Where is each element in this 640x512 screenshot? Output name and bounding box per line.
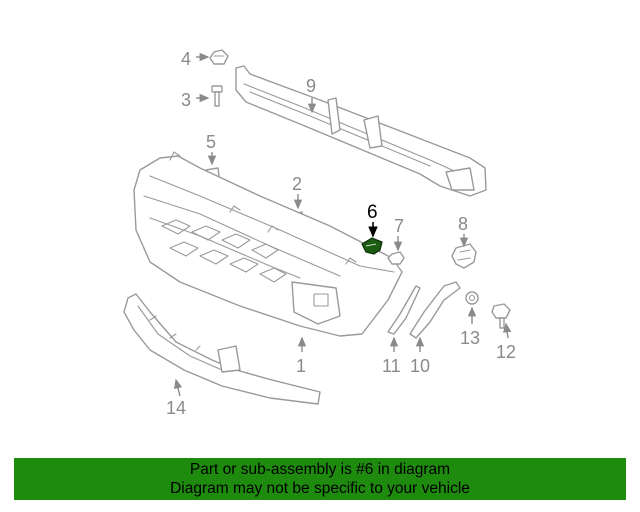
callout-2: 2 bbox=[292, 174, 302, 194]
grommet-part bbox=[465, 291, 479, 305]
info-banner: Part or sub-assembly is #6 in diagram Di… bbox=[14, 458, 626, 500]
callout-7: 7 bbox=[394, 216, 404, 236]
callout-11: 11 bbox=[382, 356, 401, 376]
callout-14: 14 bbox=[166, 398, 186, 418]
bumper-cover-part bbox=[133, 151, 403, 337]
callout-8: 8 bbox=[458, 214, 468, 234]
callout-9: 9 bbox=[306, 76, 316, 96]
callout-4: 4 bbox=[181, 49, 191, 69]
callout-13: 13 bbox=[460, 328, 480, 348]
banner-line-1: Part or sub-assembly is #6 in diagram bbox=[189, 461, 451, 478]
molding-strip-part bbox=[387, 285, 421, 335]
callout-12: 12 bbox=[496, 342, 516, 362]
callout-6-highlighted: 6 bbox=[367, 202, 378, 223]
leader-12 bbox=[503, 322, 512, 339]
extension-part bbox=[409, 281, 461, 339]
highlighted-bracket-part bbox=[361, 237, 383, 255]
bolt-part bbox=[211, 85, 223, 107]
side-bracket-part bbox=[451, 243, 477, 269]
banner-line-2: Diagram may not be specific to your vehi… bbox=[170, 480, 470, 497]
leader-14 bbox=[173, 378, 183, 397]
nut-part bbox=[387, 251, 405, 265]
callout-5: 5 bbox=[206, 132, 216, 152]
reinforcement-beam-part bbox=[235, 65, 487, 197]
callout-3: 3 bbox=[181, 90, 191, 110]
screw-part bbox=[491, 303, 511, 329]
clip-part bbox=[209, 49, 229, 65]
lower-absorber-part bbox=[123, 293, 321, 405]
parts-diagram: 4 3 9 5 2 6 7 8 1 11 10 13 12 14 bbox=[123, 49, 516, 418]
callout-10: 10 bbox=[410, 356, 430, 376]
callout-1: 1 bbox=[296, 356, 306, 376]
